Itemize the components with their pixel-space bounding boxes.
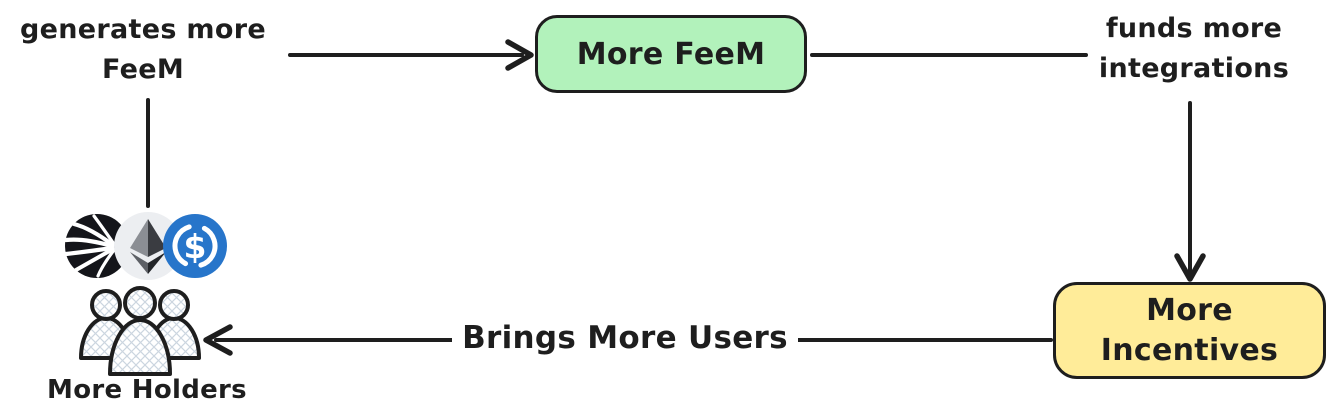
arrow-generates-to-feem-head [505,39,534,71]
holder-right-head [158,289,190,321]
edge-label-generates-line1: generates more [20,14,266,45]
usdc-dollar-symbol: $ [184,227,207,266]
usdc-coin-icon: $ [163,214,227,278]
holder-middle-head [123,286,157,320]
node-more-incentives-line1: More [1146,292,1233,328]
edge-label-generates-line2: FeeM [101,54,185,85]
holder-left-head [90,289,122,321]
arrow-funds-to-incentives-head [1174,253,1206,282]
edge-label-funds-line2: integrations [1098,53,1290,84]
node-more-incentives-line2: Incentives [1100,332,1279,368]
node-more-feem-label: More FeeM [576,36,766,72]
edge-label-funds-line1: funds more [1105,13,1283,44]
coin-icons: $ [63,212,227,280]
arrow-incentives-to-holders-head [203,324,233,356]
ethereum-coin-icon [114,212,182,280]
edge-label-brings-more-users: Brings More Users [452,315,798,361]
node-more-incentives: More Incentives [1053,282,1326,379]
edge-label-funds: funds more integrations [1070,9,1318,89]
caption-more-holders: More Holders [47,375,247,405]
sonic-coin-icon [63,214,129,278]
node-more-feem: More FeeM [535,15,807,93]
holders-group-icon [79,286,201,376]
edge-label-generates: generates more FeeM [6,10,280,90]
holder-middle-body [108,318,172,376]
